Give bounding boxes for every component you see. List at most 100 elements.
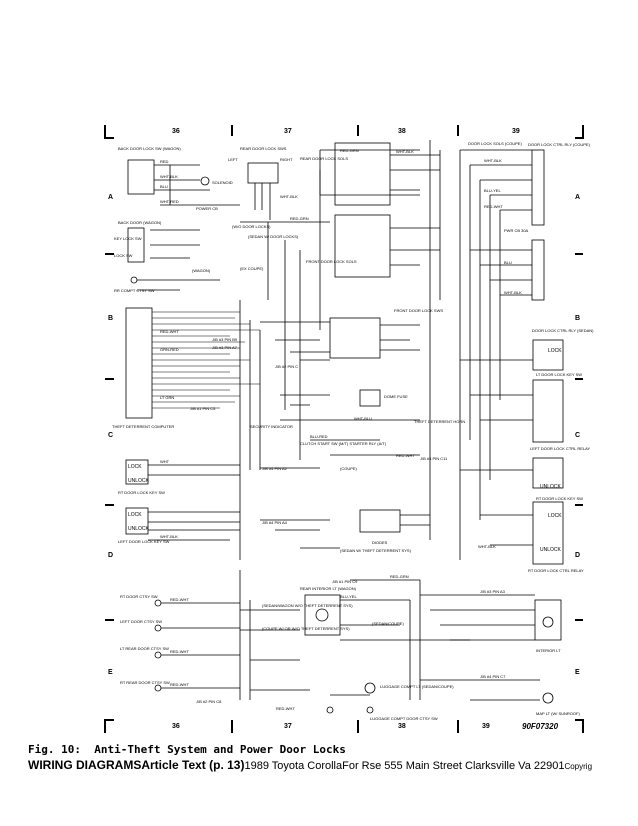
wire-label: RED-GRN (390, 574, 409, 579)
section-title: WIRING DIAGRAMS (28, 758, 142, 772)
label-rear-interior-lt: REAR INTERIOR LT (WAGON) (300, 586, 357, 591)
wire-label: WHT (160, 459, 170, 464)
wire-label: RED-WHT (396, 453, 415, 458)
wire-label: BLU-YEL (340, 594, 357, 599)
label-rt-door-lock-ctrl-relay: RT DOOR LOCK CTRL RELAY (528, 568, 584, 573)
row-b: B (108, 315, 113, 322)
wire-label: RED (160, 159, 169, 164)
diagram-code: 90F07320 (522, 722, 559, 731)
label-sedan-w-door-locks: (SEDAN W/ DOOR LOCKS) (248, 234, 299, 239)
row-c: C (108, 432, 113, 439)
label-rt-door-ctsy-sw: RT DOOR CTSY SW (120, 594, 158, 599)
label-left-door-lock-ctrl-relay: LEFT DOOR LOCK CTRL RELAY (530, 446, 590, 451)
label-power-cb: POWER CB (196, 206, 218, 211)
wire-label: WHT-BLK (504, 290, 522, 295)
row-d: D (108, 552, 113, 559)
label-pwr-cb: PWR CB 30A (504, 228, 529, 233)
wire-label: RED-GRN (290, 216, 309, 221)
label-key-lock-sw: KEY LOCK SW (114, 236, 142, 241)
label-door-lock-ctrl-rly-sedan: DOOR LOCK CTRL RLY (SEDAN) (532, 328, 594, 333)
wire-label: WHT-BLK (280, 194, 298, 199)
column-39-bottom: 39 (482, 723, 490, 730)
label-lock-2: LOCK (548, 513, 562, 519)
junction-label: J/B #3 PIN A7 (212, 345, 238, 350)
column-36: 36 (172, 128, 180, 135)
vehicle-info: 1989 Toyota CorollaFor Rse 555 Main Stre… (244, 760, 565, 772)
row-c-right: C (575, 432, 580, 439)
wire-label: WHT-BLU (354, 416, 372, 421)
label-luggage-compt-door-ctsy-sw: LUGGAGE COMPT DOOR CTSY SW (370, 716, 438, 721)
label-theft-deterrent-horn: THEFT DETERRENT HORN (414, 419, 465, 424)
wire-label: RED-WHT (170, 682, 189, 687)
label-front-door-lock-sols: FRONT DOOR LOCK SOLS (306, 259, 357, 264)
label-door-lock-ctrl-rly-coupe: DOOR LOCK CTRL RLY (COUPE) (528, 142, 591, 147)
junction-label: J/B #2 PIN C (275, 364, 298, 369)
wire-label: RED-GRN (340, 148, 359, 153)
wire-label: LT GRN (160, 395, 174, 400)
wire-label: RED-WHT (160, 329, 179, 334)
junction-label: J/B #1 PIN C9 (332, 579, 358, 584)
wire-label: BLU (160, 184, 168, 189)
label-lock-4: LOCK (128, 512, 142, 518)
label-wo-door-locks: (W/O DOOR LOCKS) (232, 224, 271, 229)
wire-label: RED-WHT (276, 706, 295, 711)
column-37-bottom: 37 (284, 723, 292, 730)
label-lt-door-lock-key-sw: LT DOOR LOCK KEY SW (536, 372, 582, 377)
label-map-lt: MAP LT (W/ SUNROOF) (536, 711, 580, 716)
copyright: Copyrig (564, 762, 593, 771)
label-diodes: DIODES (372, 540, 388, 545)
row-e-right: E (575, 669, 580, 676)
row-b-right: B (575, 315, 580, 322)
label-lt-rear-door-ctsy-sw: LT REAR DOOR CTSY SW (120, 646, 169, 651)
label-unlock-1: UNLOCK (540, 484, 562, 490)
label-luggage-compt-lt: LUGGAGE COMPT LT (SEDAN/COUPE) (380, 684, 454, 689)
wire-label: RED-WHT (484, 204, 503, 209)
label-sedan-coupe: (SEDAN/COUPE) (372, 621, 404, 626)
label-sedan-w-theft: (SEDAN W/ THEFT DETERRENT SYS) (340, 548, 412, 553)
column-38-bottom: 38 (398, 723, 406, 730)
label-unlock-4: UNLOCK (128, 526, 150, 532)
junction-label: J/B #3 PIN A3 (480, 589, 506, 594)
label-rt-door-lock-key-sw-left: RT DOOR LOCK KEY SW (118, 490, 165, 495)
wire-label: BLU-RED (310, 434, 328, 439)
label-unlock-3: UNLOCK (128, 478, 150, 484)
label-left: LEFT (228, 157, 238, 162)
column-36-bottom: 36 (172, 723, 180, 730)
row-d-right: D (575, 552, 580, 559)
wire-label: BLU-YEL (484, 188, 501, 193)
junction-label: J/B #4 PIN A2 (262, 466, 288, 471)
label-lock-3: LOCK (128, 464, 142, 470)
wire-label: RED-WHT (170, 649, 189, 654)
label-rt-rear-door-ctsy-sw: RT REAR DOOR CTSY SW (120, 680, 170, 685)
label-back-door-wagon: BACK DOOR (WAGON) (118, 220, 162, 225)
row-a-right: A (575, 194, 580, 201)
junction-label: J/B #3 PIN C11 (420, 456, 448, 461)
label-coupe-w-theft: (COUPE W/ OR W/O THEFT DETERRENT SYS) (262, 626, 350, 631)
footer-line: WIRING DIAGRAMSArticle Text (p. 13)1989 … (28, 758, 628, 772)
wire-label: WHT-BLK (484, 158, 502, 163)
column-37: 37 (284, 128, 292, 135)
label-rt-door-lock-key-sw: RT DOOR LOCK KEY SW (536, 496, 583, 501)
wire-label: WHT-RED (160, 199, 179, 204)
label-sedan-wagon: (SEDAN/WAGON W/O THEFT DETERRENT SYS) (262, 603, 353, 608)
junction-label: J/B #1 PIN C5 (190, 406, 216, 411)
wire-label: GRN-RED (160, 347, 179, 352)
wire-label: BLU (504, 260, 512, 265)
row-a: A (108, 194, 113, 201)
label-rr-compt-ctsy-sw: RR COMPT CTSY SW (114, 288, 155, 293)
label-lock-1: LOCK (548, 348, 562, 354)
label-front-door-lock-sws: FRONT DOOR LOCK SWS (394, 308, 443, 313)
label-back-door-lock-sw: BACK DOOR LOCK SW (WAGON) (118, 146, 181, 151)
label-interior-lt: INTERIOR LT (536, 648, 561, 653)
label-door-lock-sols-coupe: DOOR LOCK SOLS (COUPE) (468, 141, 522, 146)
label-lock-sw: LOCK SW (114, 253, 133, 258)
label-unlock-2: UNLOCK (540, 547, 562, 553)
column-38: 38 (398, 128, 406, 135)
article-title: Article Text (p. 13) (141, 758, 245, 772)
label-ex-coupe: (EX COUPE) (240, 266, 264, 271)
junction-label: J/B #2 PIN C8 (196, 699, 222, 704)
label-solenoid: SOLENOID (212, 180, 233, 185)
label-coupe: (COUPE) (340, 466, 358, 471)
label-theft-deterrent-computer: THEFT DETERRENT COMPUTER (112, 424, 174, 429)
